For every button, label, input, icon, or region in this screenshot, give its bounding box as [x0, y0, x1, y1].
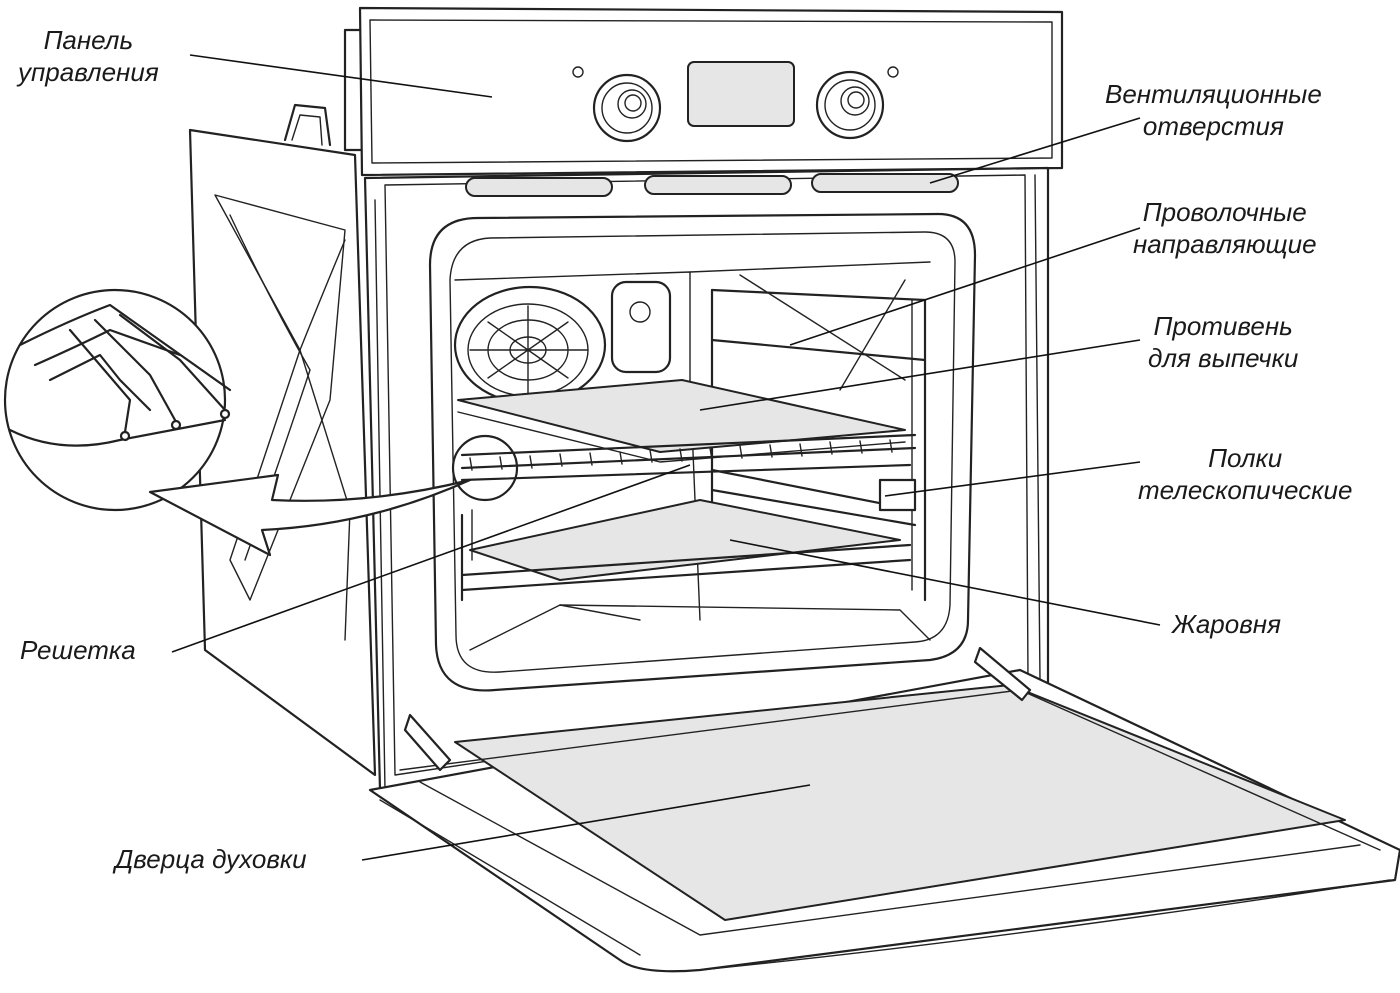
label-control-panel-line2: управления	[18, 57, 159, 87]
label-baking-tray: Противень для выпечки	[1148, 310, 1298, 374]
label-baking-tray-line1: Противень	[1153, 311, 1293, 341]
left-knob-icon	[592, 73, 662, 143]
zoom-focus-circle	[451, 434, 519, 502]
label-wire-guides-line2: направляющие	[1133, 229, 1317, 259]
vent-slot	[811, 173, 959, 193]
label-wire-guides: Проволочные направляющие	[1133, 196, 1317, 260]
label-telescopic-shelves-line1: Полки	[1208, 443, 1283, 473]
oven-cavity	[428, 212, 977, 692]
label-roaster: Жаровня	[1172, 609, 1281, 639]
display-window	[687, 61, 795, 127]
control-panel	[358, 6, 1064, 177]
label-baking-tray-line2: для выпечки	[1148, 343, 1299, 373]
telescopic-shelves	[710, 468, 917, 527]
label-vents-line2: отверстия	[1142, 111, 1284, 141]
door-hinge	[973, 646, 1032, 702]
label-vents: Вентиляционные отверстия	[1105, 78, 1322, 142]
label-oven-door: Дверца духовки	[115, 844, 307, 874]
oven-side-panel	[188, 28, 377, 777]
indicator-light-icon	[572, 66, 584, 78]
oven-door	[368, 646, 1400, 973]
grill-rack	[460, 433, 917, 482]
label-telescopic-shelves-line2: телескопические	[1138, 475, 1353, 505]
label-vents-line1: Вентиляционные	[1105, 79, 1322, 109]
magnifier-inset	[3, 288, 232, 512]
indicator-light-icon	[887, 66, 899, 78]
label-wire-guides-line1: Проволочные	[1142, 197, 1307, 227]
right-knob-icon	[815, 70, 885, 140]
zoom-arrow-icon	[148, 473, 472, 557]
leader-lines	[171, 54, 1161, 861]
baking-tray	[457, 379, 906, 453]
vent-slot	[644, 175, 792, 195]
label-control-panel-line1: Панель	[43, 25, 134, 55]
label-telescopic-shelves: Полки телескопические	[1138, 442, 1352, 506]
vent-slot	[465, 177, 613, 197]
label-grill-rack: Решетка	[20, 635, 136, 665]
door-hinge	[403, 713, 452, 772]
label-control-panel: Панель управления	[18, 24, 159, 88]
convection-fan-icon	[453, 285, 607, 405]
